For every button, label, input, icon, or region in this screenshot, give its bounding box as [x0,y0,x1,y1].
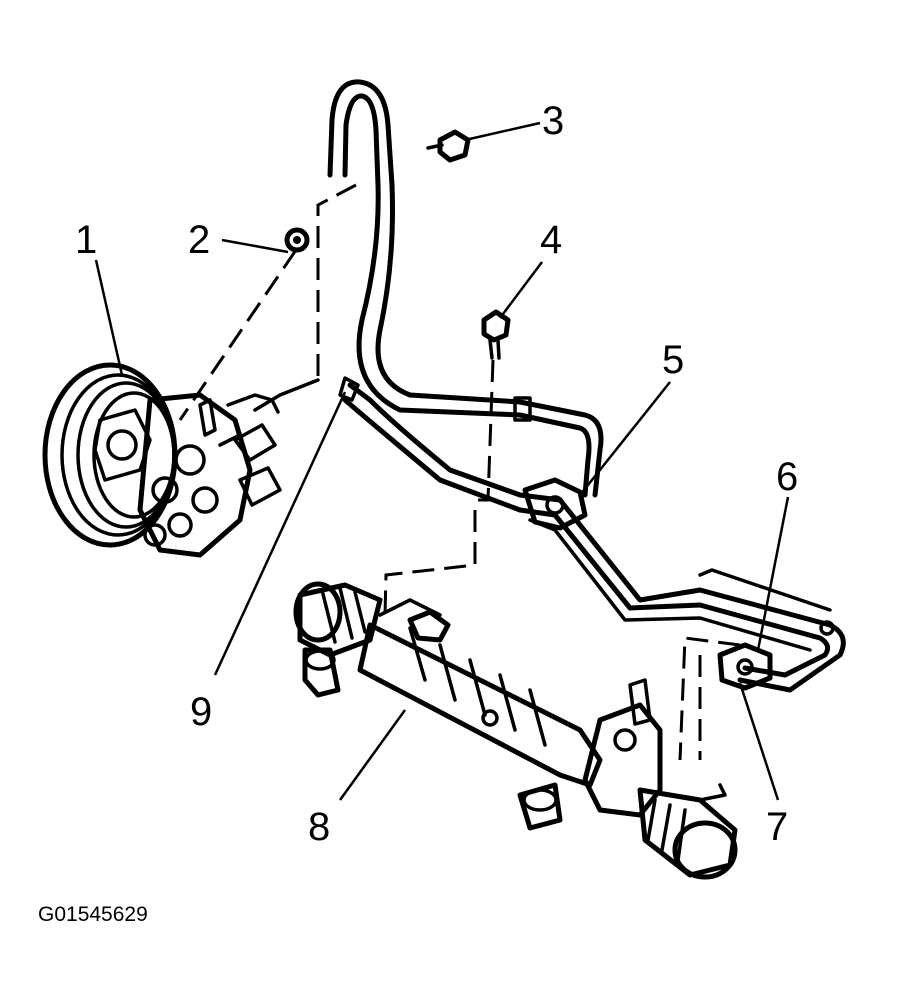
pump-body [137,392,253,558]
alignment-lines [178,183,741,761]
nut-2 [284,227,310,253]
left-boot [297,582,383,658]
callout-4: 4 [540,218,562,262]
callout-2: 2 [188,218,210,262]
pressure-hose [375,182,604,498]
callout-9: 9 [190,690,212,734]
leader-lines [94,121,790,801]
callout-3: 3 [542,99,564,143]
steel-lines [517,477,846,693]
callout-1: 1 [75,218,97,262]
callout-8: 8 [308,805,330,849]
figure-id: G01545629 [38,903,148,926]
line-clamp-5 [522,477,588,531]
callout-5: 5 [662,338,684,382]
callout-7: 7 [766,805,788,849]
steel-line-outer [517,492,846,693]
callout-6: 6 [776,455,798,499]
valve-housing [582,702,663,818]
return-hose [347,382,523,498]
hose-assembly [253,79,604,513]
rack-tube [357,622,603,788]
right-mount [517,782,563,831]
bolt-3 [426,129,471,163]
power-steering-pump [42,362,282,558]
steering-gear [293,581,738,880]
line-clamp-6 [717,642,773,691]
pinion-shaft [628,678,652,726]
bolt-4 [481,309,511,360]
callout-labels: 1 2 3 4 5 6 7 8 9 [75,99,798,849]
pressure-hose-loop [327,79,395,188]
